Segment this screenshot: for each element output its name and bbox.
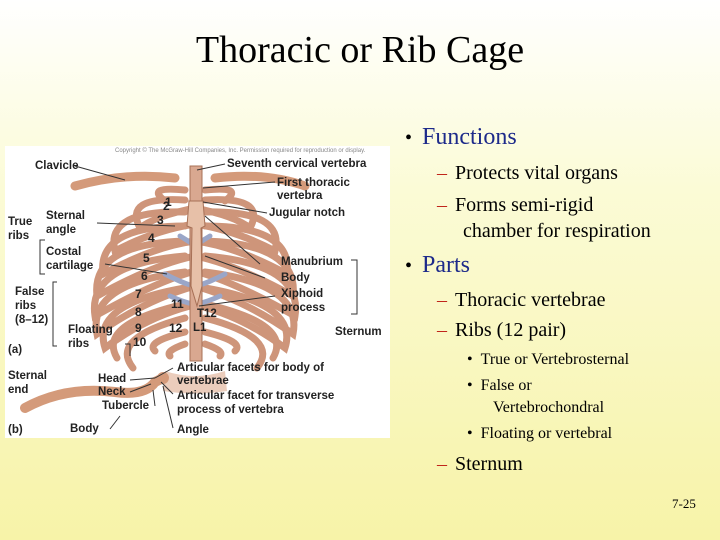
sub-bullet-protects: –Protects vital organs: [437, 162, 618, 184]
label-floating-ribs-2: ribs: [68, 338, 90, 350]
label-articular-facets-body-2: vertebrae: [177, 375, 229, 387]
label-t12: T12: [197, 308, 217, 320]
label-jugular-notch: Jugular notch: [269, 207, 346, 219]
sub-bullet-thoracic-vertebrae: –Thoracic vertebrae: [437, 289, 606, 311]
label-sternal-angle-2: angle: [46, 224, 77, 236]
label-sternal-end: Sternal: [8, 370, 47, 382]
sub-sub-bullet-false: •False or: [467, 377, 532, 394]
label-sternum: Sternum: [335, 326, 382, 338]
label-manubrium: Manubrium: [281, 256, 343, 268]
label-panel-a: (a): [8, 344, 23, 356]
sub-sub-bullet-false-cont: Vertebrochondral: [493, 399, 605, 416]
rib-number-3: 3: [157, 213, 164, 227]
rib-number-1: 1: [165, 195, 172, 209]
sub-sub-bullet-floating: •Floating or vertebral: [467, 425, 613, 442]
rib-number-12: 12: [169, 321, 183, 335]
rib-number-2: 2: [163, 199, 170, 213]
rib-cage-figure: Copyright © The McGraw-Hill Companies, I…: [5, 146, 390, 438]
label-false-ribs-2: ribs: [15, 300, 37, 312]
label-first-thoracic-2: vertebra: [277, 190, 323, 202]
label-true-ribs: True: [8, 216, 33, 228]
label-body-b: Body: [70, 423, 99, 435]
label-angle: Angle: [177, 424, 209, 436]
sub-bullet-ribs-text: Ribs (12 pair): [455, 319, 567, 341]
rib-number-10: 10: [133, 335, 147, 349]
bullet-functions: •Functions: [405, 124, 517, 150]
label-costal-cartilage: Costal: [46, 246, 82, 258]
sub-bullet-sternum: –Sternum: [437, 453, 523, 475]
label-articular-facets-body: Articular facets for body of: [177, 362, 324, 374]
label-costal-cartilage-2: cartilage: [46, 260, 94, 272]
sub-bullet-forms-text: Forms semi-rigid: [455, 194, 594, 216]
label-l1: L1: [193, 322, 207, 334]
sub-bullet-protects-text: Protects vital organs: [455, 162, 618, 184]
copyright-notice: Copyright © The McGraw-Hill Companies, I…: [115, 148, 366, 154]
rib-number-5: 5: [143, 251, 150, 265]
label-false-ribs: False: [15, 286, 45, 298]
page-number: 7-25: [672, 496, 696, 511]
rib-number-9: 9: [135, 321, 142, 335]
rib-cage-illustration: [20, 163, 358, 430]
rib-number-6: 6: [141, 269, 148, 283]
label-head: Head: [98, 373, 127, 385]
rib-number-11: 11: [171, 297, 184, 311]
rib-number-4: 4: [148, 231, 155, 245]
label-tubercle: Tubercle: [102, 400, 150, 412]
sub-sub-bullet-true: •True or Vertebrosternal: [467, 351, 630, 368]
sub-sub-bullet-true-text: True or Vertebrosternal: [480, 351, 630, 368]
label-xiphoid-2: process: [281, 302, 326, 314]
label-seventh-cervical: Seventh cervical vertebra: [227, 158, 367, 170]
label-panel-b: (b): [8, 424, 23, 436]
sub-bullet-sternum-text: Sternum: [455, 453, 523, 475]
sub-bullet-thoracic-vertebrae-text: Thoracic vertebrae: [455, 289, 606, 311]
bullet-parts-label: Parts: [422, 252, 471, 278]
label-true-ribs-2: ribs: [8, 230, 30, 242]
label-xiphoid: Xiphoid: [281, 288, 324, 300]
label-articular-facet-transverse-2: process of vertebra: [177, 404, 284, 416]
label-articular-facet-transverse: Articular facet for transverse: [177, 390, 335, 402]
label-first-thoracic: First thoracic: [277, 177, 350, 189]
label-false-ribs-3: (8–12): [15, 314, 49, 326]
label-sternal-end-2: end: [8, 384, 29, 396]
label-body: Body: [281, 272, 310, 284]
bullet-functions-label: Functions: [422, 124, 517, 150]
sub-sub-bullet-false-text: False or: [480, 377, 532, 394]
sub-sub-bullet-floating-text: Floating or vertebral: [480, 425, 613, 442]
label-floating-ribs: Floating: [68, 324, 113, 336]
label-clavicle: Clavicle: [35, 160, 79, 172]
bullet-parts: •Parts: [405, 252, 471, 278]
rib-number-8: 8: [135, 305, 142, 319]
sub-bullet-ribs: –Ribs (12 pair): [437, 319, 567, 341]
label-neck: Neck: [98, 386, 126, 398]
sub-bullet-forms-cont: chamber for respiration: [463, 220, 651, 242]
rib-number-7: 7: [135, 287, 142, 301]
label-sternal-angle: Sternal: [46, 210, 85, 222]
slide-title: Thoracic or Rib Cage: [195, 29, 525, 71]
sub-bullet-forms: –Forms semi-rigid: [437, 194, 594, 216]
